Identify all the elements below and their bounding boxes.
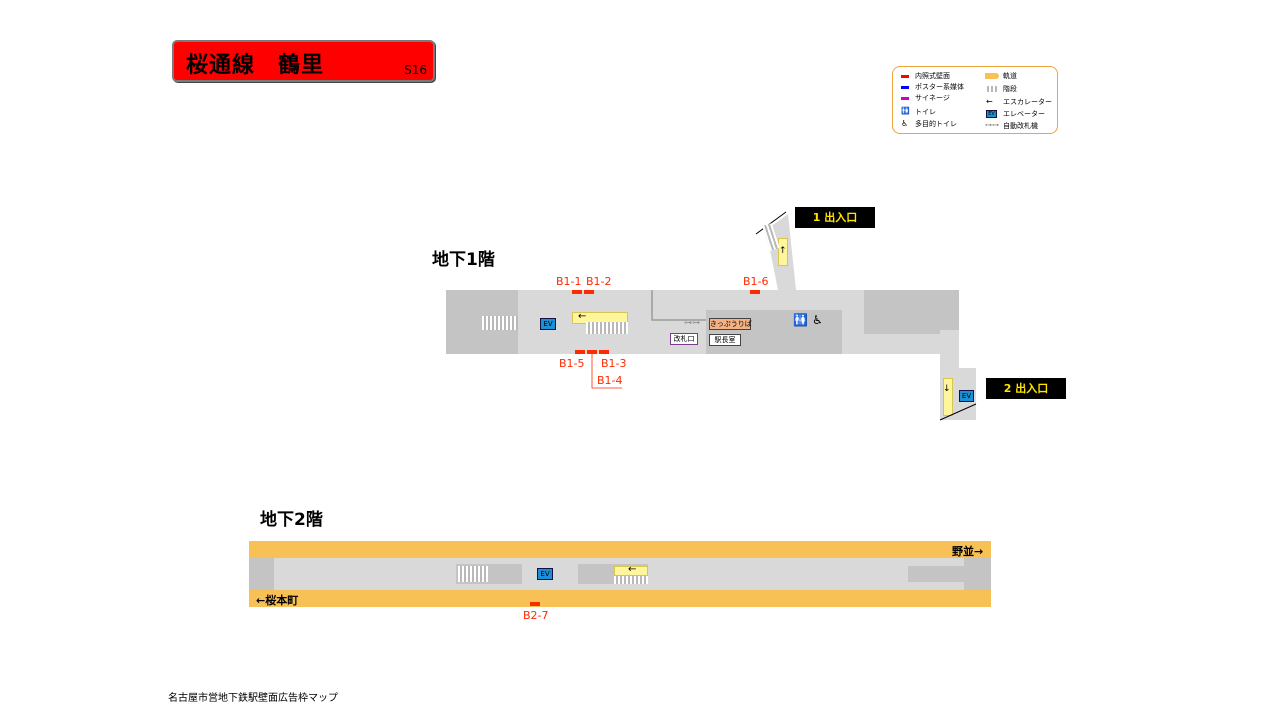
legend-label: 多目的トイレ (915, 120, 957, 128)
legend: 内照式壁面 ポスター系媒体 サイネージ 🚻 トイレ ♿ 多目的トイレ 軌道 階段… (892, 66, 1058, 134)
ad-b1-5[interactable] (575, 350, 585, 354)
red-swatch-icon (901, 75, 909, 78)
station-title-banner: 桜通線 鶴里 S16 (172, 40, 435, 82)
legend-label: エスカレーター (1003, 98, 1052, 106)
ticket-office-label: きっぷうりば (709, 318, 752, 330)
exit-2-ramp (939, 403, 977, 421)
legend-label: 内照式壁面 (915, 72, 950, 80)
b1-east-corridor (940, 330, 959, 370)
floor-b2-label: 地下2階 (260, 510, 323, 530)
ad-label-b1-1: B1-1 (556, 275, 582, 288)
b1-east-area (864, 290, 959, 334)
stairs-swatch-icon (985, 86, 997, 92)
up-arrow-icon: ↑ (779, 246, 787, 256)
station-office-label: 駅長室 (709, 334, 741, 346)
ad-b1-4[interactable] (587, 350, 597, 354)
magenta-swatch-icon (901, 97, 909, 100)
b2-escalator (614, 566, 648, 576)
b2-elevator: EV (537, 568, 553, 580)
accessible-toilet-icon: ♿ (901, 119, 909, 128)
b1-west-stairs (482, 316, 518, 330)
ad-label-b2-7: B2-7 (523, 609, 549, 622)
ad-b1-3[interactable] (599, 350, 609, 354)
legend-label: ポスター系媒体 (915, 83, 964, 91)
station-title: 桜通線 鶴里 (186, 53, 325, 78)
exit-1-escalator (778, 238, 788, 266)
ad-label-b1-2: B1-2 (586, 275, 612, 288)
b1-stairs (586, 322, 628, 334)
ad-b1-1[interactable] (572, 290, 582, 294)
toilet-icon: 🚻 (793, 313, 808, 327)
legend-label: 自動改札機 (1003, 122, 1038, 130)
ad-label-b1-5: B1-5 (559, 357, 585, 370)
b2-platform-east-wall (908, 566, 964, 582)
station-code: S16 (404, 63, 427, 77)
legend-label: サイネージ (915, 94, 950, 102)
elevator-icon: EV (986, 110, 997, 118)
footer-caption: 名古屋市営地下鉄駅壁面広告枠マップ (168, 693, 338, 704)
b2-platform-east-end (964, 558, 991, 590)
b2-platform-west-end (249, 558, 274, 590)
toilet-icon: 🚻 (901, 107, 910, 115)
left-arrow-icon: ← (578, 311, 587, 322)
exit-1-label: 1 出入口 (795, 207, 875, 228)
escalator-icon: ← (986, 97, 993, 106)
b1-elevator: EV (540, 318, 556, 330)
ad-b1-6[interactable] (750, 290, 760, 294)
legend-label: 軌道 (1003, 72, 1017, 80)
down-arrow-icon: ↓ (943, 384, 951, 394)
ad-b1-2[interactable] (584, 290, 594, 294)
b2-track-north (249, 541, 991, 558)
ticket-gate-icon: ⊶⊶ (985, 121, 999, 129)
b2-stairs (458, 566, 488, 582)
legend-label: 階段 (1003, 85, 1017, 93)
legend-label: トイレ (915, 108, 936, 116)
ticket-gate-icon: ⊶⊶ (684, 318, 700, 327)
b2-track-south (249, 590, 991, 607)
ticket-gate-label: 改札口 (670, 333, 698, 345)
legend-label: エレベーター (1003, 110, 1045, 118)
b2-escalator-stairs (614, 576, 648, 584)
track-swatch-icon (985, 73, 999, 79)
left-arrow-icon: ← (628, 564, 637, 575)
accessible-toilet-icon: ♿ (812, 313, 823, 327)
exit-2-elevator: EV (959, 390, 974, 402)
ad-b2-7[interactable] (530, 602, 540, 606)
blue-swatch-icon (901, 86, 909, 89)
exit-2-label: 2 出入口 (986, 378, 1066, 399)
ad-label-b1-6: B1-6 (743, 275, 769, 288)
direction-sakuramoncho: ←桜本町 (256, 594, 299, 607)
b1-office-block (706, 310, 842, 354)
floor-b1-label: 地下1階 (432, 250, 495, 270)
exit-2-escalator (943, 378, 953, 416)
ad-label-b1-4: B1-4 (597, 374, 623, 387)
ad-b1-4-leader-line (591, 354, 622, 389)
direction-nonami: 野並→ (952, 545, 984, 558)
b1-gate-wall (651, 290, 706, 321)
ad-label-b1-3: B1-3 (601, 357, 627, 370)
